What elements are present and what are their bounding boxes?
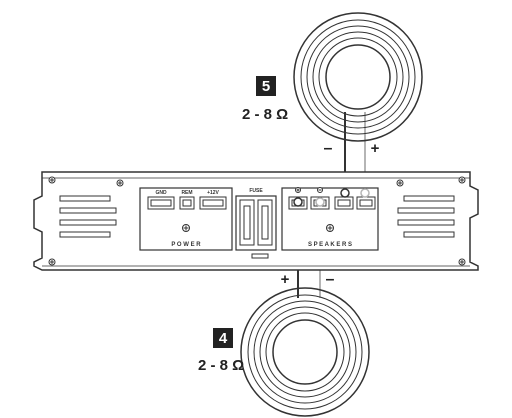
polarity-top-plus: +: [371, 140, 380, 157]
speakers-screw-icon: [326, 224, 334, 232]
badge-bottom-number: 4: [219, 330, 228, 347]
power-label: P O W E R: [171, 242, 201, 248]
impedance-top: 2 - 8 Ω: [242, 106, 288, 123]
speaker-top: [293, 12, 423, 142]
vents-left: [59, 195, 117, 238]
power-terminals: [147, 196, 227, 210]
terminal-label-rem: REM: [181, 190, 192, 196]
speaker-bottom: [240, 287, 370, 417]
polarity-bottom-plus: +: [281, 271, 290, 288]
amplifier: [33, 171, 479, 271]
polarity-top-minus: –: [324, 140, 333, 157]
terminal-label-gnd: GND: [155, 190, 167, 196]
polarity-markers: [295, 187, 323, 193]
speakers-label: S P E A K E R S: [308, 242, 352, 248]
wire-ends: [293, 188, 370, 207]
screw-icon: [48, 176, 466, 266]
fuse-slots: [239, 199, 273, 246]
impedance-bottom: 2 - 8 Ω: [198, 357, 244, 374]
terminal-label-12v: +12V: [207, 190, 219, 196]
badge-top-number: 5: [262, 78, 270, 95]
polarity-bottom-minus: –: [326, 271, 335, 288]
fuse-label: FUSE: [249, 188, 263, 194]
badge-bottom: 4: [213, 328, 233, 348]
led-slot: [251, 253, 269, 259]
power-screw-icon: [182, 224, 190, 232]
vents-right: [397, 195, 455, 238]
badge-top: 5: [256, 76, 276, 96]
